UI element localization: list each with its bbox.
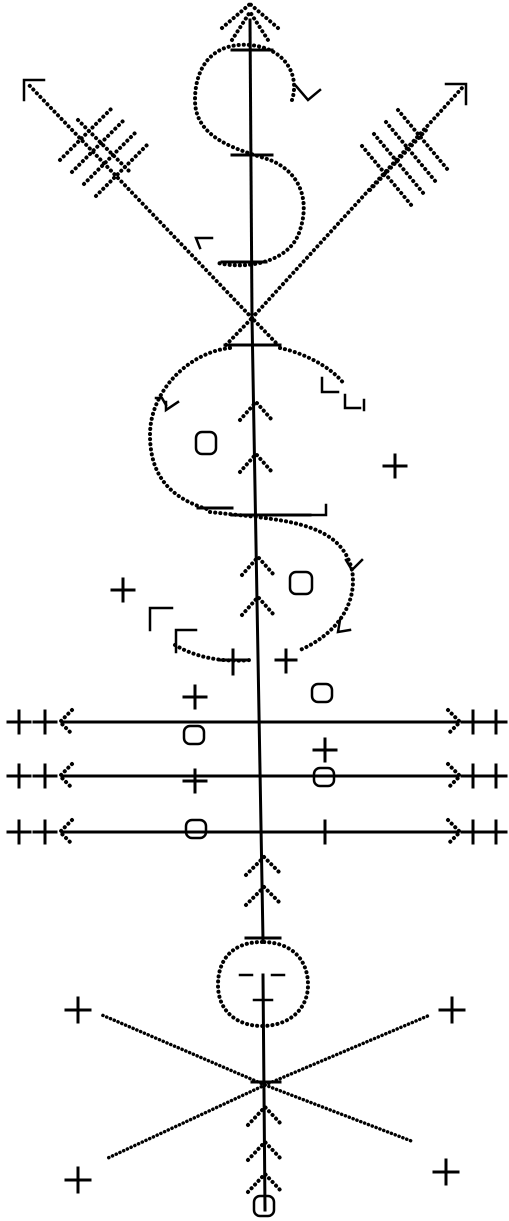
diagonal-arrow-icon [24,80,252,318]
circle-icon [184,432,334,1216]
central-staff [250,20,265,1210]
diagonal-arrow-icon [252,84,466,318]
serpent-s-icon [195,45,320,266]
star-burst-icon [102,1015,430,1158]
